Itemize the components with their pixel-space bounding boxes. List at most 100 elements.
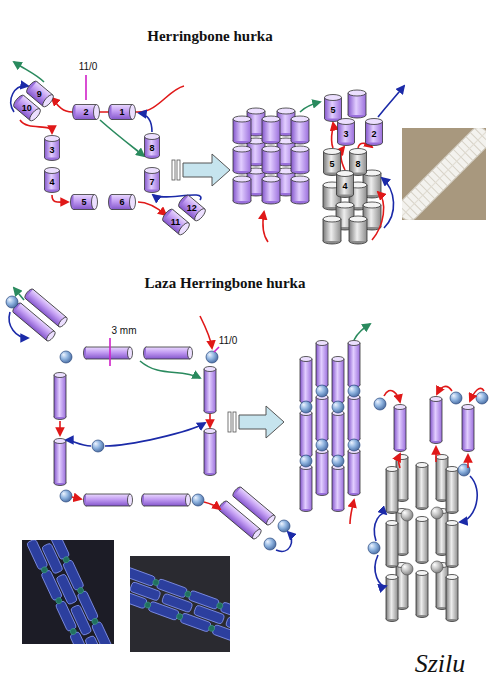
bead-ring: [192, 494, 204, 506]
thread: [263, 212, 268, 242]
bead-number: 3: [49, 146, 54, 155]
bead-tube: [332, 357, 344, 404]
thread: [374, 513, 386, 541]
thread: [11, 62, 201, 215]
thread: [350, 324, 370, 524]
thread: [204, 502, 220, 509]
numbered-bead: 7: [144, 167, 160, 193]
bead-tube: [300, 465, 312, 512]
bead-tube: [316, 449, 328, 496]
bead-number: 1: [119, 108, 124, 117]
thread: [100, 120, 144, 156]
bead-hole: [145, 134, 160, 140]
bead-tube: [348, 385, 360, 397]
numbered-bead: 8: [144, 133, 160, 159]
bead-tube: [300, 341, 360, 512]
bead-tube: [316, 395, 328, 442]
bead-ring: [23, 288, 68, 329]
bead-number: 2: [371, 130, 376, 139]
bead-tube: [446, 521, 458, 568]
bead-number: 5: [81, 198, 86, 207]
thread: [399, 454, 401, 468]
bead-tube: [291, 176, 309, 204]
size-marker: [110, 338, 219, 366]
thread: [437, 386, 452, 394]
bead-ring: [204, 367, 216, 414]
thread: [276, 532, 292, 551]
bead-hole: [92, 195, 98, 210]
bead-tube: [394, 405, 406, 452]
thread: [200, 316, 212, 348]
direction-arrow: [177, 160, 180, 180]
bead-tube: [416, 571, 428, 618]
thread: [354, 324, 370, 340]
thread: [374, 386, 484, 586]
bead-tube: [323, 216, 341, 244]
bead-number: 4: [342, 182, 347, 191]
bead-number: 5: [330, 106, 335, 115]
size-marker: [86, 75, 87, 100]
bead-tube: [300, 401, 312, 413]
bead-ring: [60, 351, 72, 363]
bead-hole: [41, 93, 55, 108]
bead-hole: [145, 168, 160, 174]
bead-tube: [332, 411, 344, 458]
signature: Szilu: [415, 649, 466, 679]
direction-arrow: [228, 412, 231, 432]
thread: [435, 447, 437, 462]
bead-tube: [349, 216, 367, 244]
dimension: 3 mm: [112, 325, 137, 336]
thread: [341, 147, 345, 170]
bead-hole: [130, 105, 136, 120]
bead-tube: [462, 405, 474, 452]
bead-tube: [386, 521, 398, 568]
bead-size: 11/0: [219, 335, 238, 346]
bead-ring: [206, 351, 218, 363]
bead-ring: [6, 296, 18, 308]
bead-number: 7: [149, 178, 154, 187]
bead-tube: [386, 575, 398, 622]
bead-tube: [416, 463, 428, 510]
bead-tube: [401, 509, 413, 521]
thread: [209, 414, 211, 427]
thread: [14, 62, 44, 82]
bead-ring: [264, 538, 276, 550]
bead-tube: [348, 341, 360, 388]
bead-size: 11/0: [79, 61, 98, 72]
bead-tube: [374, 398, 386, 410]
bead-tube: [401, 563, 413, 575]
photo: [22, 540, 114, 644]
bead-tube: [262, 116, 280, 144]
thread: [263, 102, 320, 242]
thread: [9, 312, 28, 338]
bead-ring: [142, 494, 191, 506]
bead-hole: [325, 95, 342, 101]
bead-ring: [92, 440, 104, 452]
bead-number: 6: [119, 198, 124, 207]
thread: [350, 500, 354, 524]
bead-hole: [45, 136, 60, 142]
bead-ring: [6, 288, 290, 550]
numbered-bead: 6: [108, 194, 136, 210]
bead-ring: [204, 429, 216, 476]
bead-hole: [366, 119, 383, 125]
direction-arrow: [233, 412, 236, 432]
thread: [460, 476, 477, 522]
bead-tube: [416, 517, 428, 564]
bead-tube: [316, 385, 328, 397]
bead-tube: [316, 439, 328, 451]
thread: [382, 178, 394, 228]
bead-tube: [332, 455, 344, 467]
numbered-bead: 1: [108, 104, 136, 120]
photo: [26, 540, 114, 644]
numbered-bead: 5: [324, 94, 342, 122]
bead-tube: [476, 392, 488, 404]
bead-number: 8: [149, 144, 154, 153]
thread: [138, 202, 166, 215]
bead-tube: [291, 146, 309, 174]
diagram-title: Herringbone hurka: [147, 28, 272, 45]
numbered-bead: 3: [44, 135, 60, 161]
bead-tube: [316, 341, 328, 388]
bead-tube: [450, 392, 462, 404]
